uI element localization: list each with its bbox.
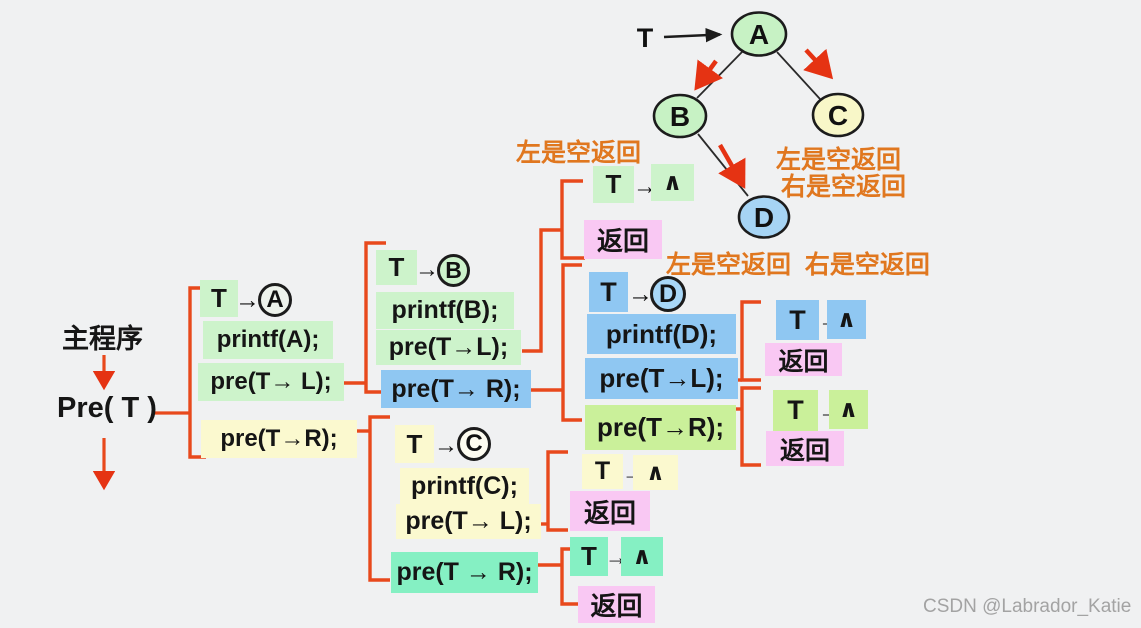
stack-c-head-t: T xyxy=(395,425,434,463)
stack-d-pre-left: pre(T→L); xyxy=(585,358,738,399)
null-d-left-nil: ∧ xyxy=(827,300,866,339)
stack-d-head-t: T xyxy=(589,272,628,312)
return-box-b-left: 返回 xyxy=(584,220,662,259)
tree-node-c-circle xyxy=(811,92,865,138)
stack-c-printf: printf(C); xyxy=(400,468,529,504)
binary-tree: T A B C D xyxy=(637,11,865,239)
stack-b-printf: printf(B); xyxy=(376,292,514,329)
null-c-right-nil: ∧ xyxy=(621,537,663,576)
link-b-to-left-null xyxy=(522,228,562,353)
stack-d-node-badge: D xyxy=(650,276,686,312)
stack-c-head-arrow-icon: → xyxy=(434,432,458,459)
stack-a-pre-right: pre(T→R); xyxy=(201,420,357,458)
bracket-c xyxy=(368,415,390,582)
bracket-d-left-null xyxy=(740,300,761,382)
annotation-b-left-empty: 左是空返回 xyxy=(516,139,642,167)
edge-b-d xyxy=(697,133,749,197)
stack-c-pre-right: pre(T → R); xyxy=(391,552,538,593)
bracket-d-right-null xyxy=(740,386,761,467)
bracket-a xyxy=(188,286,206,459)
call-brackets xyxy=(188,179,761,606)
return-box-d-left: 返回 xyxy=(765,343,842,376)
stack-c-node-badge: C xyxy=(457,427,491,461)
null-b-left-nil: ∧ xyxy=(651,164,694,201)
null-b-left-t: T xyxy=(593,166,634,203)
pre-call-label: Pre( T ) xyxy=(57,392,157,424)
annotation-c-right-empty: 右是空返回 xyxy=(781,173,907,201)
stack-d-printf: printf(D); xyxy=(587,314,736,354)
null-d-right-t: T xyxy=(773,390,818,431)
stack-d-pre-right: pre(T→R); xyxy=(585,405,736,450)
main-program-label: 主程序 xyxy=(62,324,143,354)
bracket-d xyxy=(561,263,582,422)
bracket-c-left-null xyxy=(546,450,568,532)
tree-node-a-label: A xyxy=(749,19,769,50)
main-flow-arrows xyxy=(92,355,190,491)
stack-a-head-t: T xyxy=(200,280,238,317)
null-c-left-t: T xyxy=(582,454,623,489)
stack-c-pre-left: pre(T→ L); xyxy=(396,504,541,539)
null-c-left-nil: ∧ xyxy=(633,455,678,490)
stack-b-pre-left: pre(T→L); xyxy=(376,330,521,365)
bracket-b-left-null xyxy=(560,179,585,260)
tree-node-d-circle xyxy=(737,195,791,239)
stack-b-node-badge: B xyxy=(437,254,470,287)
bracket-b xyxy=(364,241,390,394)
null-d-right-nil: ∧ xyxy=(829,390,868,429)
stack-d-head-arrow-icon: → xyxy=(628,280,653,308)
null-d-left-t: T xyxy=(776,300,819,340)
annotation-c-left-empty: 左是空返回 xyxy=(776,146,902,174)
stack-a-head-arrow-icon: → xyxy=(235,286,260,314)
return-box-c-right: 返回 xyxy=(578,586,655,623)
stack-b-head-arrow-icon: → xyxy=(415,256,439,283)
return-box-d-right: 返回 xyxy=(766,431,844,466)
tree-node-b-circle xyxy=(652,93,708,139)
annotation-d-both-empty: 左是空返回 右是空返回 xyxy=(666,251,930,279)
pointer-arrow xyxy=(663,27,723,43)
watermark: CSDN @Labrador_Katie xyxy=(923,596,1132,617)
tree-node-b-label: B xyxy=(670,101,690,132)
traversal-arrows xyxy=(694,48,834,189)
return-box-c-left: 返回 xyxy=(570,491,650,531)
tree-node-c-label: C xyxy=(828,100,848,131)
stack-a-node-badge: A xyxy=(258,283,292,317)
stack-a-printf: printf(A); xyxy=(203,321,333,359)
stack-b-pre-right: pre(T→ R); xyxy=(381,370,531,408)
stack-b-head-t: T xyxy=(376,250,417,285)
null-c-right-t: T xyxy=(570,537,608,576)
tree-pointer-label: T xyxy=(637,23,654,53)
tree-node-a-circle xyxy=(730,11,788,57)
stack-a-pre-left: pre(T→ L); xyxy=(198,363,344,401)
edge-a-c xyxy=(776,51,821,100)
tree-node-d-label: D xyxy=(754,202,774,233)
